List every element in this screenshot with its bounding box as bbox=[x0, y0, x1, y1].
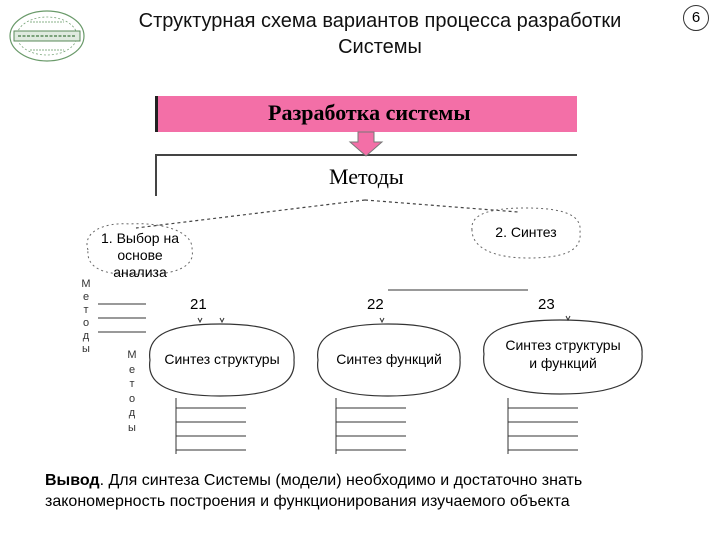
branch-label-structure: Синтез структуры bbox=[164, 351, 280, 367]
slide-title: Структурная схема вариантов процесса раз… bbox=[138, 10, 622, 58]
banner-label: Разработка системы bbox=[268, 100, 471, 125]
node-choice-shape bbox=[86, 223, 193, 275]
dashed-link-left bbox=[135, 199, 366, 229]
tick-23 bbox=[565, 315, 571, 322]
university-logo bbox=[8, 8, 86, 64]
page-number: 6 bbox=[683, 5, 709, 31]
conclusion-text: Вывод. Для синтеза Системы (модели) необ… bbox=[45, 470, 685, 512]
tick-22 bbox=[379, 317, 385, 324]
node-choice-label: 1. Выбор на основе анализа bbox=[101, 230, 179, 280]
node-synthesis-label: 2. Синтез bbox=[495, 224, 557, 240]
branch-2-shape bbox=[317, 323, 461, 397]
system-development-banner: Разработка системы bbox=[155, 96, 577, 132]
tick-21 bbox=[197, 317, 225, 324]
node-synthesis-shape bbox=[471, 207, 581, 259]
branch-1-shape bbox=[149, 323, 295, 397]
branch-number-21: 21 bbox=[190, 296, 207, 313]
conclusion-body: . Для синтеза Системы (модели) необходим… bbox=[45, 472, 583, 510]
branch-number-22: 22 bbox=[367, 296, 384, 313]
methods-label: Методы bbox=[329, 164, 404, 189]
branch-label-structure-functions: Синтез структуры и функций bbox=[505, 337, 621, 371]
branch-3-shape bbox=[483, 319, 643, 395]
dashed-link-right bbox=[364, 199, 519, 213]
down-arrow bbox=[348, 131, 384, 157]
branch-label-functions: Синтез функций bbox=[336, 351, 442, 367]
conclusion-heading: Вывод bbox=[45, 472, 100, 489]
branch-number-23: 23 bbox=[538, 296, 555, 313]
